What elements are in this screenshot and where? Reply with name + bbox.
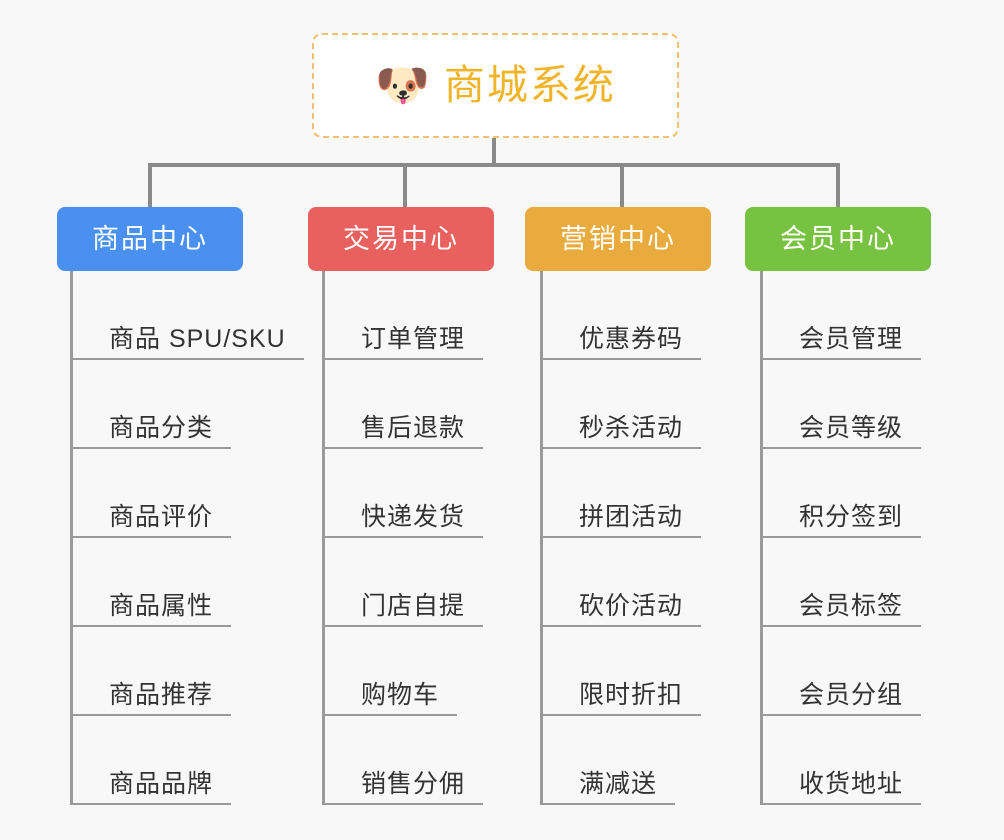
category-box-product[interactable]: 商品中心 (57, 207, 243, 271)
leaf-label: 会员管理 (799, 325, 904, 353)
connector-drop-3 (620, 163, 624, 207)
leaf-item[interactable]: 积分签到 (763, 503, 922, 538)
leaf-item[interactable]: 售后退款 (325, 414, 484, 449)
branch-spine (760, 271, 763, 805)
leaf-item[interactable]: 满减送 (543, 770, 676, 805)
leaf-label: 商品属性 (109, 592, 214, 620)
branch-spine (540, 271, 543, 805)
leaf-label: 满减送 (579, 770, 658, 798)
category-label: 交易中心 (343, 223, 459, 254)
leaf-label: 会员分组 (799, 681, 904, 709)
leaf-item[interactable]: 商品分类 (73, 414, 232, 449)
leaf-item[interactable]: 销售分佣 (325, 770, 484, 805)
leaf-label: 砍价活动 (579, 592, 684, 620)
root-title: 商城系统 (443, 62, 616, 108)
category-label: 会员中心 (780, 223, 896, 254)
branch-spine (70, 271, 73, 805)
connector-drop-2 (403, 163, 407, 207)
category-label: 商品中心 (92, 223, 208, 254)
leaf-item[interactable]: 商品推荐 (73, 681, 232, 716)
leaf-item[interactable]: 会员分组 (763, 681, 922, 716)
leaf-item[interactable]: 会员标签 (763, 592, 922, 627)
leaf-label: 销售分佣 (361, 770, 466, 798)
leaf-item[interactable]: 商品 SPU/SKU (73, 327, 304, 360)
leaf-label: 优惠券码 (579, 325, 684, 353)
leaf-item[interactable]: 商品品牌 (73, 770, 232, 805)
dog-face-icon: 🐶 (375, 60, 430, 110)
connector-horizontal-bus (148, 163, 840, 167)
category-box-member[interactable]: 会员中心 (745, 207, 931, 271)
leaf-label: 秒杀活动 (579, 414, 684, 442)
leaf-item[interactable]: 商品属性 (73, 592, 232, 627)
leaf-label: 门店自提 (361, 592, 466, 620)
leaf-item[interactable]: 会员管理 (763, 325, 922, 360)
category-label: 营销中心 (560, 223, 676, 254)
connector-root-stem (492, 138, 496, 164)
leaf-item[interactable]: 会员等级 (763, 414, 922, 449)
leaf-label: 拼团活动 (579, 503, 684, 531)
connector-drop-1 (148, 163, 152, 207)
leaf-label: 快递发货 (361, 503, 466, 531)
leaf-label: 会员等级 (799, 414, 904, 442)
leaf-label: 商品分类 (109, 414, 214, 442)
leaf-label: 商品评价 (109, 503, 214, 531)
leaf-item[interactable]: 快递发货 (325, 503, 484, 538)
connector-drop-4 (836, 163, 840, 207)
leaf-item[interactable]: 收货地址 (763, 770, 922, 805)
leaf-item[interactable]: 秒杀活动 (543, 414, 702, 449)
leaf-item[interactable]: 砍价活动 (543, 592, 702, 627)
leaf-label: 限时折扣 (579, 681, 684, 709)
leaf-item[interactable]: 限时折扣 (543, 681, 702, 716)
leaf-label: 商品 SPU/SKU (109, 325, 286, 353)
leaf-label: 收货地址 (799, 770, 904, 798)
category-box-trade[interactable]: 交易中心 (308, 207, 494, 271)
leaf-item[interactable]: 优惠券码 (543, 325, 702, 360)
leaf-label: 售后退款 (361, 414, 466, 442)
leaf-item[interactable]: 购物车 (325, 681, 458, 716)
leaf-label: 会员标签 (799, 592, 904, 620)
leaf-label: 订单管理 (361, 325, 466, 353)
leaf-label: 商品推荐 (109, 681, 214, 709)
leaf-label: 购物车 (361, 681, 440, 709)
leaf-label: 积分签到 (799, 503, 904, 531)
leaf-item[interactable]: 门店自提 (325, 592, 484, 627)
leaf-item[interactable]: 商品评价 (73, 503, 232, 538)
category-box-marketing[interactable]: 营销中心 (525, 207, 711, 271)
leaf-item[interactable]: 订单管理 (325, 325, 484, 360)
leaf-item[interactable]: 拼团活动 (543, 503, 702, 538)
branch-spine (322, 271, 325, 805)
root-node[interactable]: 🐶 商城系统 (312, 33, 679, 138)
leaf-label: 商品品牌 (109, 770, 214, 798)
